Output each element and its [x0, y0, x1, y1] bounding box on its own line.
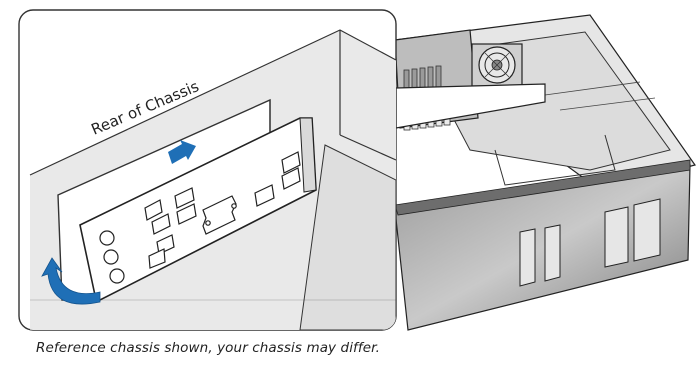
computer-chassis [395, 15, 695, 330]
callout-bubble: Rear of Chassis [19, 10, 396, 330]
diagram-caption: Reference chassis shown, your chassis ma… [36, 340, 380, 356]
chassis-fan-icon [472, 44, 522, 86]
